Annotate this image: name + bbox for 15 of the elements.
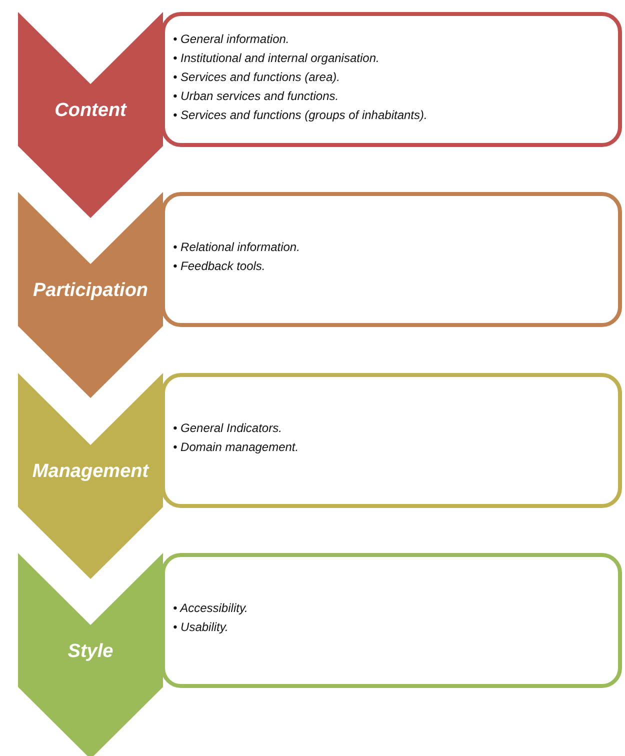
bullet-item: • Accessibility. [173,600,248,617]
bullet-item: • Urban services and functions. [173,88,340,105]
bullet-item: • Usability. [173,619,230,636]
stage-label: Participation [32,280,148,302]
bullet-item: • Feedback tools. [173,258,266,275]
bullet-item: • Institutional and internal organisation. [173,50,380,67]
stage-label: Management [32,461,149,483]
bullet-item: • Relational information. [173,239,300,256]
stage-label: Content [54,100,126,122]
bullet-item: • Services and functions (area). [173,69,341,86]
bullet-item: • General information. [173,31,290,48]
bullet-item: • Services and functions (groups of inhabitants). [173,107,428,124]
stage-label: Style [68,641,114,663]
bullet-item: • Domain management. [173,439,299,456]
bullet-item: • General Indicators. [173,420,283,437]
